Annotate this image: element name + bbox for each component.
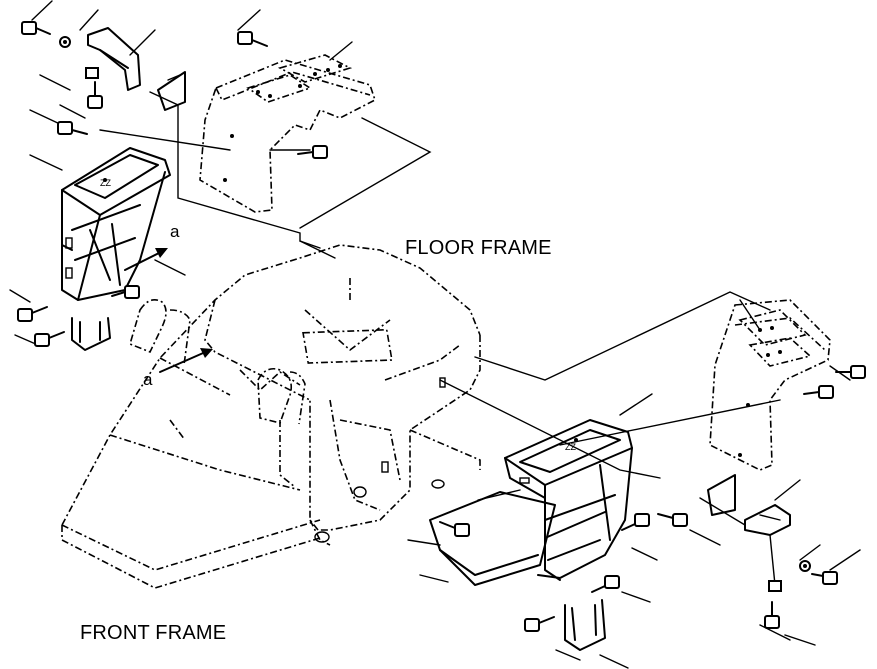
right-clip-bracket (744, 504, 791, 536)
callout-leader-lines (9, 0, 861, 669)
lower-left-u-bracket (71, 317, 111, 351)
right-upper-bracket-plate (707, 299, 831, 516)
arrow-a-label-top: a (170, 222, 180, 241)
svg-text:ZZ: ZZ (100, 178, 111, 188)
assembly-route-lines (99, 91, 781, 586)
lower-u-bracket (564, 599, 606, 651)
upper-left-clip-bracket (87, 27, 186, 111)
floor-frame-label: FLOOR FRAME (405, 237, 552, 259)
direction-arrows (124, 248, 213, 373)
floor-plate-right (429, 491, 556, 586)
right-step-ladder: ZZ (504, 419, 633, 581)
left-step-ladder: ZZ (61, 147, 171, 301)
front-frame-body (61, 244, 481, 589)
svg-text:ZZ: ZZ (565, 442, 576, 452)
bolt (21, 21, 51, 35)
left-upper-bracket-plate (199, 54, 376, 213)
arrow-a-label-left: a (143, 370, 153, 389)
bolts (17, 21, 866, 632)
front-frame-label: FRONT FRAME (80, 622, 227, 644)
